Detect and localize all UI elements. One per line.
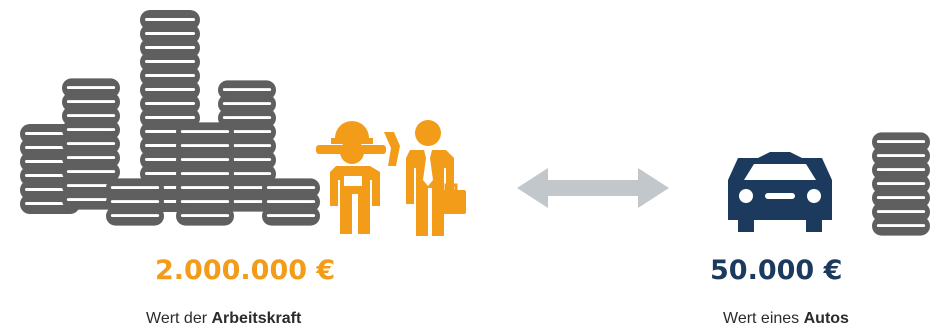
car-caption-bold: Autos [803, 310, 849, 327]
car-value-amount: 50.000 € [710, 255, 843, 286]
coin-stack-7 [262, 178, 320, 226]
coin-stack-6 [106, 178, 164, 226]
labor-value-amount: 2.000.000 € [155, 255, 336, 286]
labor-caption-bold: Arbeitskraft [211, 310, 302, 327]
businessman-icon [406, 120, 466, 236]
coin-stacks-icon [20, 10, 320, 226]
labor-value-caption: Wert der Arbeitskraft [146, 310, 301, 328]
car-caption-prefix: Wert eines [723, 310, 804, 327]
double-arrow-icon [517, 168, 669, 208]
coin-stack-icon [872, 132, 930, 236]
coin-stack-5 [176, 122, 234, 226]
labor-caption-prefix: Wert der [146, 310, 212, 327]
car-icon [728, 152, 832, 232]
construction-worker-icon [316, 121, 400, 234]
car-value-caption: Wert eines Autos [723, 310, 849, 328]
